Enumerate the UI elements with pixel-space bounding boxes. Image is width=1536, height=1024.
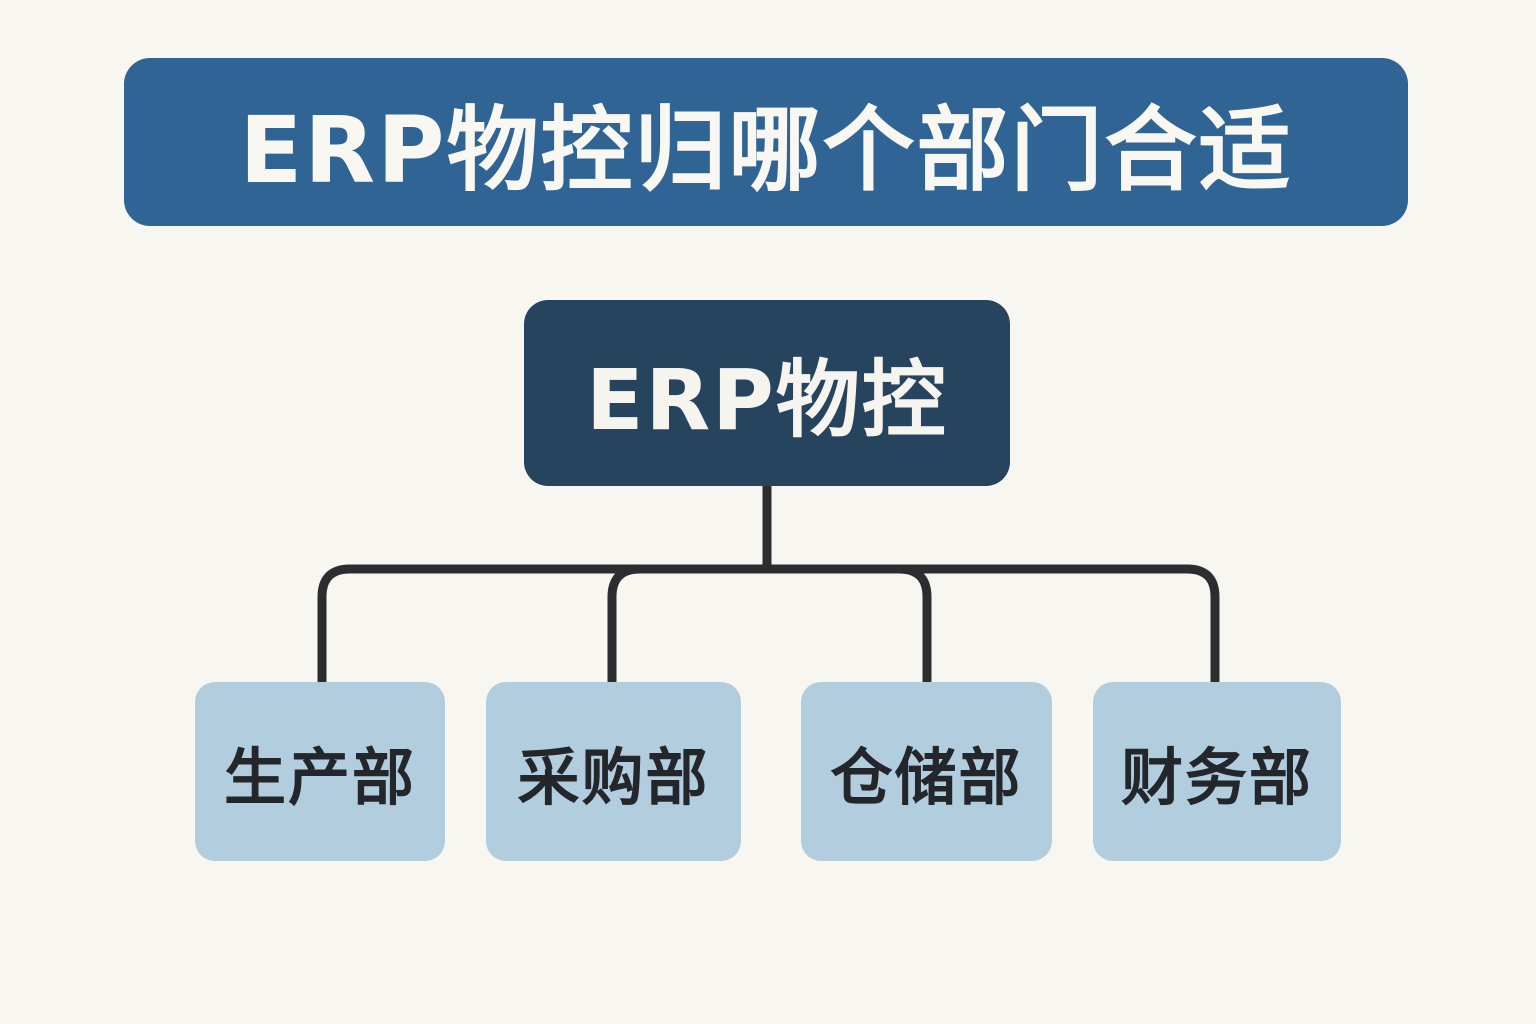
child-node-warehouse: 仓储部 <box>801 682 1052 861</box>
connector-to-finance <box>899 564 1220 682</box>
title-banner: ERP物控归哪个部门合适 <box>124 58 1408 226</box>
page-title: ERP物控归哪个部门合适 <box>239 96 1293 204</box>
root-node-label: ERP物控 <box>586 350 948 449</box>
child-node-finance: 财务部 <box>1093 682 1341 861</box>
connector-to-purchasing <box>607 564 641 682</box>
child-node-purchasing: 采购部 <box>486 682 741 861</box>
child-node-production: 生产部 <box>195 682 445 861</box>
child-node-label: 采购部 <box>517 740 710 814</box>
connector-to-warehouse <box>767 564 932 682</box>
child-node-label: 仓储部 <box>830 740 1023 814</box>
child-node-label: 生产部 <box>223 740 416 814</box>
child-node-label: 财务部 <box>1120 740 1313 814</box>
root-node-erp-material-control: ERP物控 <box>524 300 1010 486</box>
connector-to-production <box>317 564 767 682</box>
